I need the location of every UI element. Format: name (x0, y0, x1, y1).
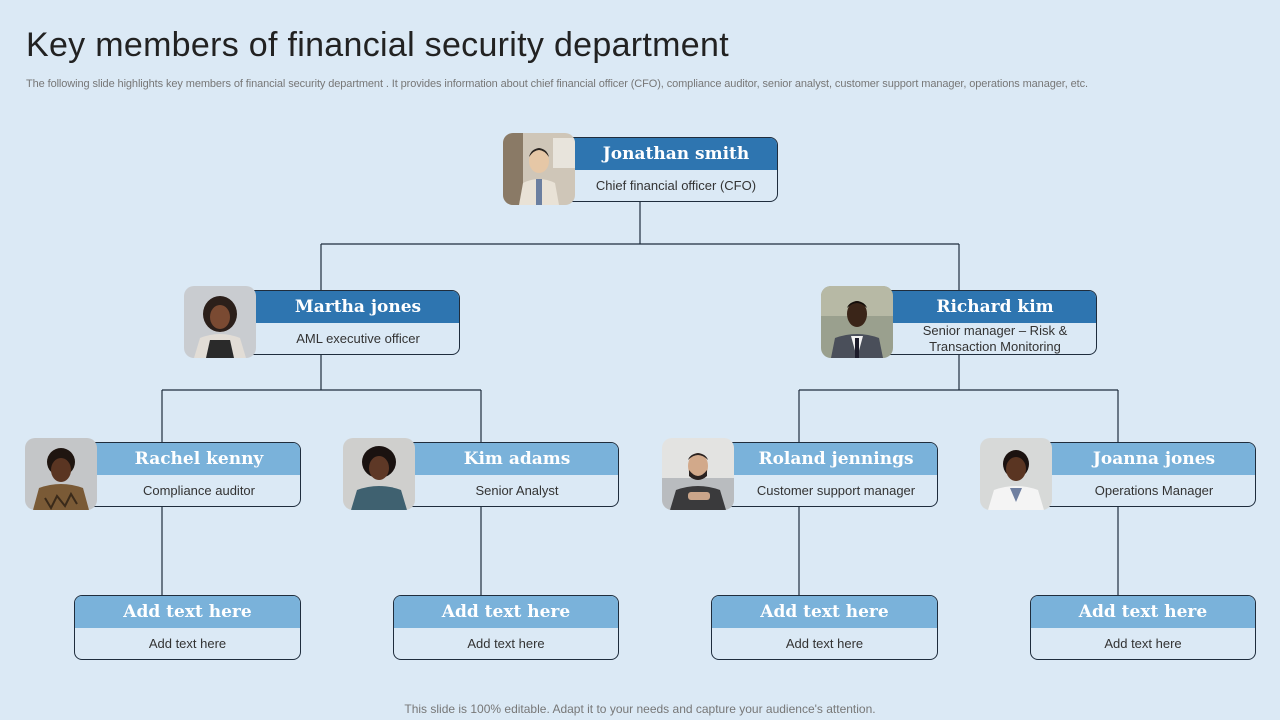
member-role: Customer support manager (756, 482, 916, 498)
member-name: Martha jones (245, 291, 459, 323)
page-title: Key members of financial security depart… (26, 26, 729, 64)
placeholder-text: Add text here (467, 635, 545, 651)
member-role: Senior Analyst (475, 482, 559, 498)
member-role: Compliance auditor (142, 482, 255, 498)
placeholder-heading: Add text here (394, 596, 618, 628)
avatar-photo (503, 133, 575, 205)
member-card-left-manager: Martha jones AML executive officer (244, 290, 460, 355)
placeholder-text: Add text here (148, 635, 227, 651)
member-card: Roland jennings Customer support manager (722, 442, 938, 507)
placeholder-card: Add text here Add text here (1030, 595, 1256, 660)
member-role: Senior manager – Risk & Transaction Moni… (922, 322, 1068, 354)
member-name: Richard kim (882, 291, 1096, 323)
avatar-photo (662, 438, 734, 510)
placeholder-heading: Add text here (1031, 596, 1255, 628)
member-name: Kim adams (404, 443, 618, 475)
placeholder-heading: Add text here (75, 596, 300, 628)
placeholder-card: Add text here Add text here (74, 595, 301, 660)
member-role: Chief financial officer (CFO) (595, 177, 757, 193)
page-subtitle: The following slide highlights key membe… (26, 78, 1088, 90)
avatar-photo (980, 438, 1052, 510)
avatar-photo (25, 438, 97, 510)
member-card: Kim adams Senior Analyst (403, 442, 619, 507)
member-name: Roland jennings (723, 443, 937, 475)
member-role: Operations Manager (1094, 482, 1214, 498)
placeholder-card: Add text here Add text here (393, 595, 619, 660)
member-card: Joanna jones Operations Manager (1040, 442, 1256, 507)
member-name: Rachel kenny (86, 443, 300, 475)
placeholder-text: Add text here (785, 635, 864, 651)
member-card-ceo: Jonathan smith Chief financial officer (… (562, 137, 778, 202)
footer-note: This slide is 100% editable. Adapt it to… (404, 702, 876, 716)
avatar-photo (184, 286, 256, 358)
placeholder-text: Add text here (1104, 635, 1182, 651)
avatar-photo (821, 286, 893, 358)
member-name: Joanna jones (1041, 443, 1255, 475)
member-name: Jonathan smith (563, 138, 777, 170)
placeholder-card: Add text here Add text here (711, 595, 938, 660)
member-role: AML executive officer (296, 330, 420, 346)
member-card: Rachel kenny Compliance auditor (85, 442, 301, 507)
avatar-photo (343, 438, 415, 510)
placeholder-heading: Add text here (712, 596, 937, 628)
member-card-right-manager: Richard kim Senior manager – Risk & Tran… (881, 290, 1097, 355)
